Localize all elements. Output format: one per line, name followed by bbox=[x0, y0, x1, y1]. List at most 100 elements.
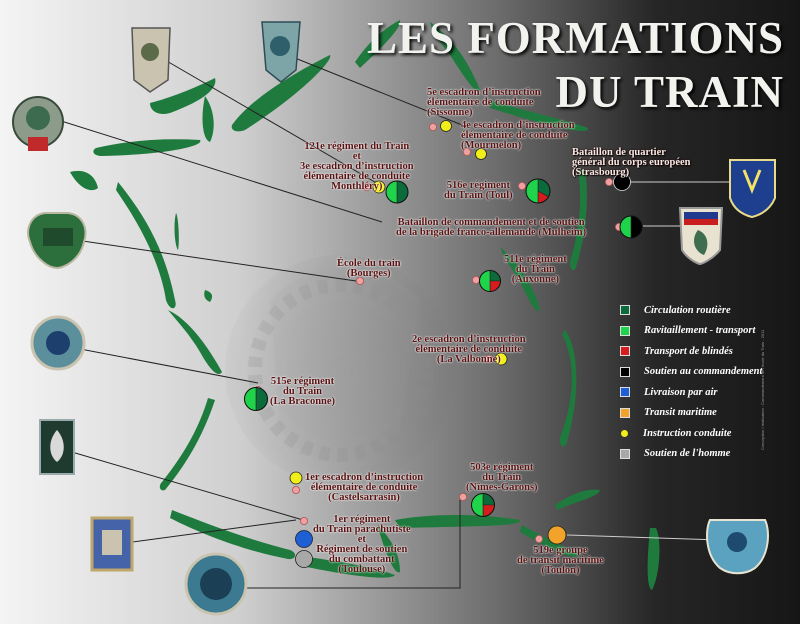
outline-stroke-corsica bbox=[647, 528, 660, 590]
maritime-marker bbox=[547, 525, 567, 545]
outline-stroke-bay bbox=[204, 290, 213, 302]
label-montlhery: 121e régiment du Train et 3e escadron d’… bbox=[300, 141, 414, 192]
pie-montlhery-ring bbox=[385, 180, 409, 204]
outline-stroke-mediterranean bbox=[395, 515, 521, 528]
label-bourges: École du train (Bourges) bbox=[337, 258, 401, 279]
badge-ecole-du-train bbox=[12, 96, 64, 151]
label-valbonne: 2e escadron d’instruction élémentaire de… bbox=[412, 334, 526, 365]
legend-item: Livraison par air bbox=[620, 382, 762, 403]
outline-stroke-lorraine bbox=[490, 100, 589, 131]
instruction-marker bbox=[494, 352, 508, 366]
badge-519-gtm bbox=[706, 519, 769, 575]
outline-stroke-pyrenees bbox=[170, 510, 296, 560]
label-nimes: 503e régiment du Train (Nîmes-Garons) bbox=[466, 462, 538, 493]
legend: Circulation routière Ravitaillement - tr… bbox=[620, 300, 762, 464]
badge-511-rt bbox=[27, 212, 87, 270]
label-toul: 516e régiment du Train (Toul) bbox=[444, 180, 513, 201]
legend-label: Soutien de l'homme bbox=[644, 448, 731, 460]
badge-515-rt bbox=[30, 315, 86, 371]
outline-stroke-atlantic bbox=[116, 182, 176, 309]
legend-label: Livraison par air bbox=[644, 386, 718, 398]
location-dot bbox=[299, 517, 308, 526]
location-dot bbox=[362, 182, 371, 191]
pie-toul-ring bbox=[525, 178, 551, 204]
label-strasbourg: Bataillon de quartier général du corps e… bbox=[572, 147, 691, 178]
outline-stroke-roussillon bbox=[378, 525, 400, 573]
instruction-marker bbox=[440, 120, 452, 132]
pie-mulheim-slice bbox=[630, 215, 643, 239]
location-dot bbox=[355, 276, 364, 285]
label-mulheim: Bataillon de commandement et de soutien … bbox=[396, 217, 587, 238]
location-dot bbox=[484, 354, 493, 363]
legend-label: Instruction conduite bbox=[643, 427, 732, 439]
location-dot bbox=[291, 485, 300, 494]
label-mourmelon: 4e escadron d’instruction élémentaire de… bbox=[461, 120, 575, 151]
outline-stroke-normandy bbox=[202, 96, 214, 142]
legend-label: Circulation routière bbox=[644, 304, 731, 316]
france-outline-strokes bbox=[70, 20, 660, 590]
legend-swatch bbox=[620, 346, 630, 357]
pie-nimes-slice bbox=[471, 493, 484, 517]
badge-121-rt bbox=[131, 27, 171, 93]
badge-503-rt bbox=[90, 516, 134, 572]
pie-auxonne-ring bbox=[479, 270, 501, 292]
label-auxonne: 511e régiment du Train (Auxonne) bbox=[504, 254, 567, 285]
location-dot bbox=[605, 177, 614, 186]
location-dot bbox=[518, 181, 527, 190]
label-toulon: 519e groupe de transit maritime (Toulon) bbox=[517, 545, 604, 576]
badge-516-rt bbox=[261, 21, 301, 83]
badge-rsc-toulouse bbox=[184, 552, 248, 616]
credit-text: Conception / réalisation : Commandement … bbox=[760, 329, 765, 450]
outline-stroke-loire bbox=[174, 213, 179, 250]
legend-item: Circulation routière bbox=[620, 300, 762, 321]
outline-stroke-vendee bbox=[168, 310, 222, 374]
label-braconne: 515e régiment du Train (La Braconne) bbox=[270, 376, 336, 407]
soutien-marker bbox=[295, 550, 313, 568]
legend-item: Soutien au commandement bbox=[620, 362, 762, 383]
legend-swatch bbox=[620, 387, 630, 398]
page-title: LES FORMATIONS bbox=[367, 13, 784, 63]
legend-swatch bbox=[621, 429, 628, 437]
outline-stroke-brittany-tip bbox=[70, 170, 98, 191]
instruction-marker bbox=[289, 471, 303, 485]
outline-stroke-riviera bbox=[555, 489, 600, 510]
location-dot bbox=[535, 535, 544, 544]
outline-stroke-jura bbox=[500, 247, 540, 311]
legend-item: Ravitaillement - transport bbox=[620, 321, 762, 342]
legend-label: Transit maritime bbox=[644, 407, 717, 419]
outline-stroke-ardennes bbox=[430, 22, 480, 91]
legend-item: Soutien de l'homme bbox=[620, 444, 762, 465]
label-castelsarrasin: 1er escadron d’instruction élémentaire d… bbox=[305, 472, 424, 503]
legend-swatch bbox=[620, 448, 630, 459]
badge-bcs-bfa bbox=[678, 207, 724, 266]
train-emblem-watermark bbox=[225, 255, 455, 485]
pie-nimes-ring bbox=[471, 493, 495, 517]
unit-markers bbox=[244, 120, 643, 568]
legend-swatch bbox=[620, 325, 630, 336]
legend-item: Transport de blindés bbox=[620, 341, 762, 362]
outline-stroke-pyrenees-east bbox=[300, 556, 395, 578]
instruction-marker bbox=[475, 148, 487, 160]
outline-stroke-aquitaine bbox=[159, 398, 215, 491]
commandement-marker bbox=[613, 173, 631, 191]
legend-swatch bbox=[620, 407, 630, 418]
location-dot bbox=[471, 275, 480, 284]
air-marker bbox=[295, 530, 313, 548]
location-dot bbox=[458, 492, 467, 501]
label-sissonne: 5e escadron d’instruction élémentaire de… bbox=[427, 87, 541, 118]
badge-1-rtp bbox=[39, 419, 75, 475]
outline-stroke-north-coast bbox=[231, 55, 331, 132]
pie-braconne-ring bbox=[244, 387, 268, 411]
label-toulouse: 1er régiment du Train parachutiste et Ré… bbox=[313, 514, 411, 575]
outline-stroke-vosges bbox=[569, 170, 587, 271]
pie-toul-slice bbox=[525, 178, 539, 204]
legend-item: Transit maritime bbox=[620, 403, 762, 424]
outline-stroke-north bbox=[150, 78, 216, 114]
location-dot bbox=[462, 147, 471, 156]
pie-auxonne-slice bbox=[479, 270, 491, 292]
legend-label: Ravitaillement - transport bbox=[644, 325, 756, 337]
legend-item: Instruction conduite bbox=[620, 423, 762, 444]
legend-swatch bbox=[620, 366, 630, 377]
pie-mulheim-ring bbox=[619, 215, 643, 239]
